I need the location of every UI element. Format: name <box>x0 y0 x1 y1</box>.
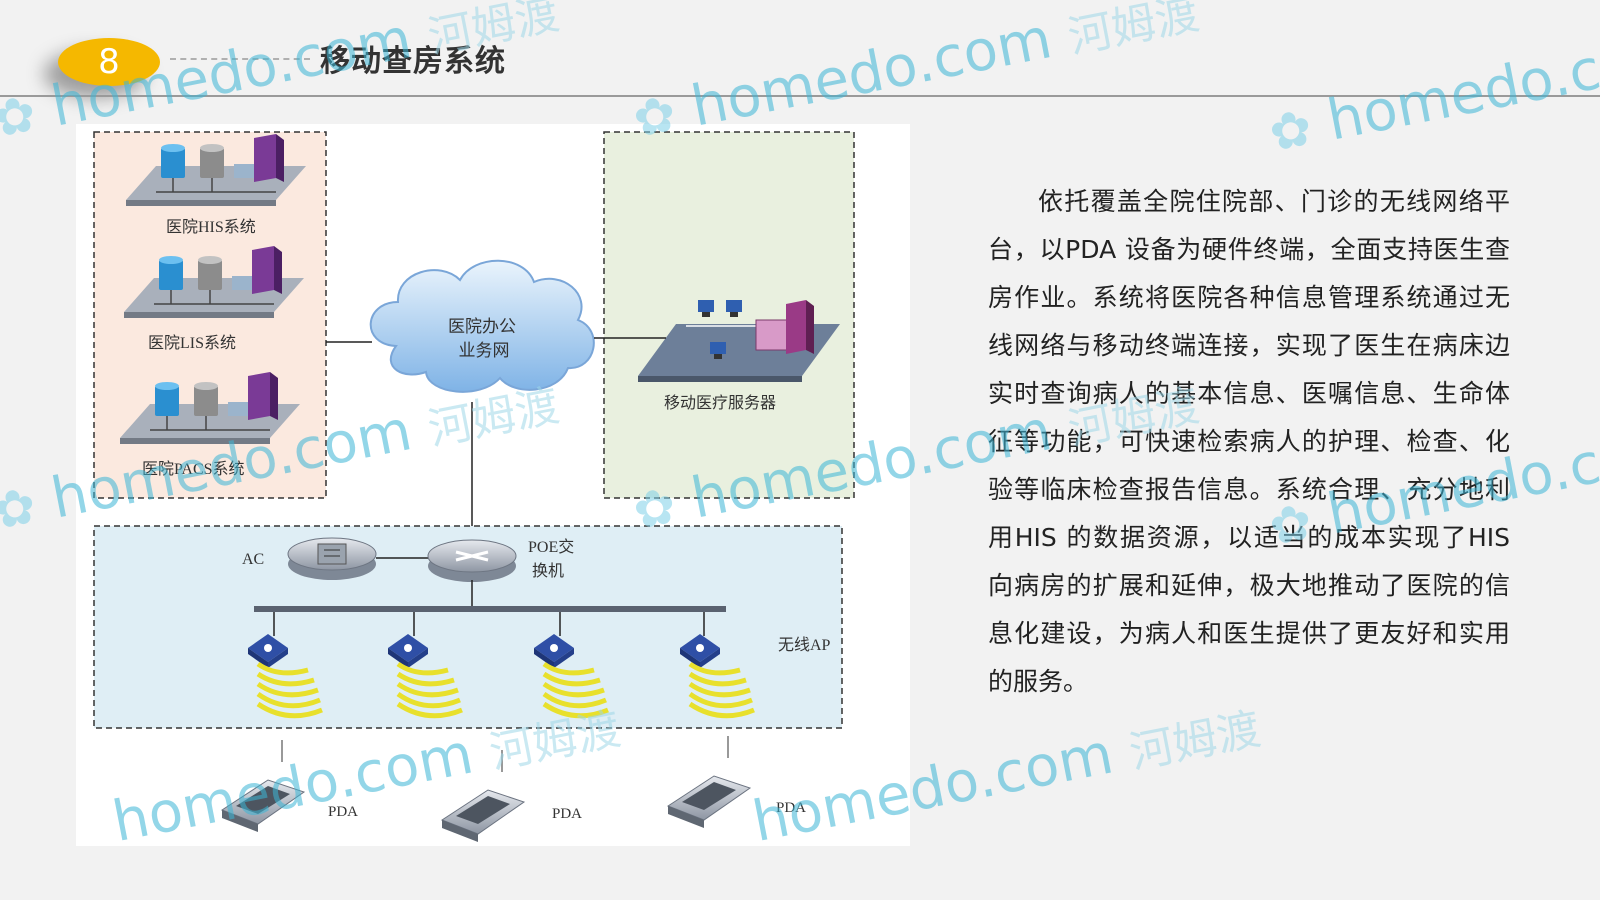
pacs-label: 医院PACS系统 <box>142 460 245 478</box>
cloud-label-line2: 业务网 <box>459 341 510 360</box>
ap-label: 无线AP <box>778 636 831 654</box>
watermark-3: ✿ homedo.com <box>1264 20 1600 164</box>
server-label: 移动医疗服务器 <box>664 394 776 412</box>
flower-logo-icon: ✿ <box>0 476 41 542</box>
title-divider <box>170 58 310 60</box>
page-title: 移动查房系统 <box>320 44 506 79</box>
pda-icon-2 <box>441 749 525 843</box>
pda-icon-3 <box>667 735 751 829</box>
slide-number-badge: 8 <box>58 38 160 86</box>
poe-label-line2: 换机 <box>532 562 564 580</box>
network-diagram-svg: 医院HIS系统 医院LIS系统 医院PACS系统 移动医疗服务器 医院办公 业务… <box>93 131 855 843</box>
his-label: 医院HIS系统 <box>166 218 256 236</box>
cloud-label-line1: 医院办公 <box>448 317 516 336</box>
ethernet-bus <box>254 606 726 612</box>
ac-controller-icon <box>287 537 377 580</box>
pda-label-2: PDA <box>552 806 582 822</box>
description-paragraph: 依托覆盖全院住院部、门诊的无线网络平台，以PDA 设备为硬件终端，全面支持医生查… <box>988 187 1510 696</box>
network-diagram: 医院HIS系统 医院LIS系统 医院PACS系统 移动医疗服务器 医院办公 业务… <box>76 124 910 846</box>
office-network-cloud <box>369 259 595 393</box>
pda-label-3: PDA <box>776 800 806 816</box>
poe-switch-icon <box>427 539 517 582</box>
pda-label-1: PDA <box>328 804 358 820</box>
ac-label: AC <box>242 551 264 568</box>
flower-logo-icon: ✿ <box>1264 98 1317 164</box>
lis-label: 医院LIS系统 <box>148 334 236 352</box>
server-panel <box>603 131 855 499</box>
poe-label-line1: POE交 <box>528 538 574 556</box>
flower-logo-icon: ✿ <box>0 84 41 150</box>
header-rule <box>0 95 1600 97</box>
pda-icon-1 <box>221 739 305 833</box>
mobile-medical-server-icon <box>638 300 840 382</box>
slide-number: 8 <box>98 42 120 82</box>
